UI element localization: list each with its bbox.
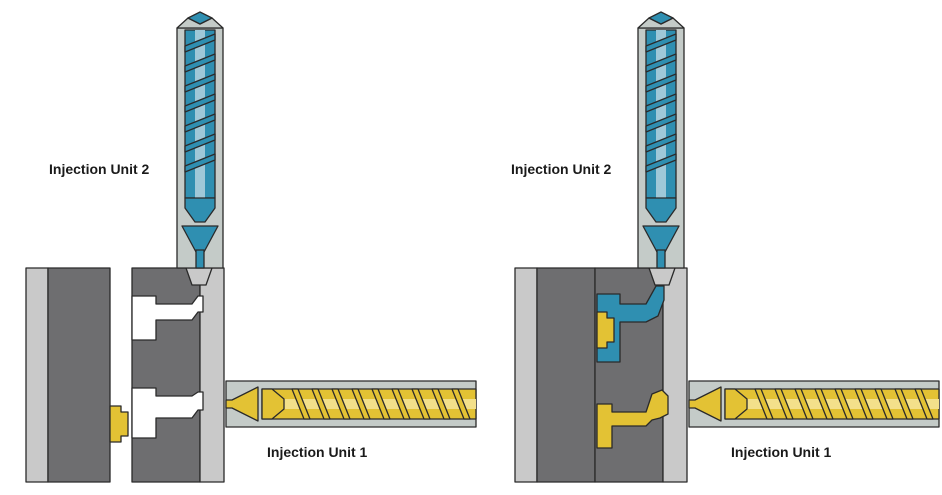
injection-unit-2-label-right: Injection Unit 2 <box>511 161 612 177</box>
first-shot-part-yellow <box>596 389 669 449</box>
injection-unit-2-screw <box>176 11 224 269</box>
panel-after: Injection Unit 2 Injection Unit 1 <box>511 11 940 483</box>
overmolded-part-blue <box>596 285 665 363</box>
mold-half-with-cavities <box>131 267 225 483</box>
injection-unit-1-screw-right <box>688 380 940 428</box>
panel-before: Injection Unit 2 Injection Unit 1 <box>25 11 477 483</box>
injection-unit-1-label: Injection Unit 1 <box>267 444 368 460</box>
injection-unit-1-screw <box>225 380 477 428</box>
injection-unit-2-label: Injection Unit 2 <box>49 161 150 177</box>
injection-unit-2-screw-right <box>637 11 685 269</box>
lower-empty-cavity <box>131 387 204 439</box>
injection-unit-1-label-right: Injection Unit 1 <box>731 444 832 460</box>
movable-platen <box>25 267 111 483</box>
preform-part <box>109 405 129 443</box>
upper-empty-cavity <box>131 295 204 341</box>
